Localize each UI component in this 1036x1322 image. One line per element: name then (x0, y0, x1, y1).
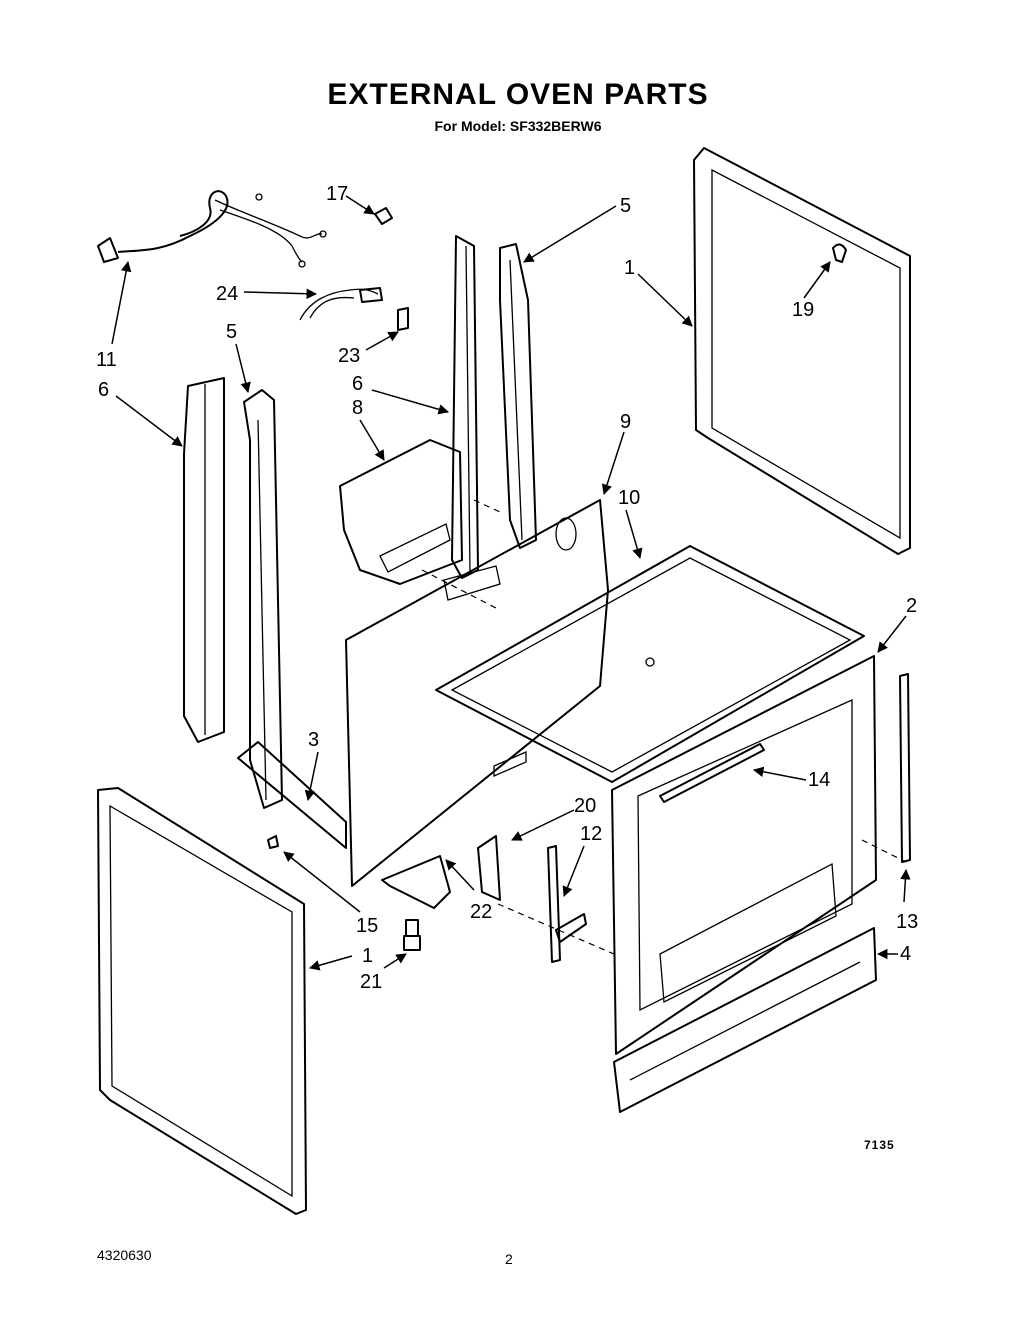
callout-5-top: 5 (620, 195, 631, 217)
callout-15: 15 (356, 915, 378, 937)
callout-1-bottom: 1 (362, 945, 373, 967)
clip-part-19 (832, 243, 847, 263)
side-panel-left (97, 787, 307, 1215)
callout-11: 11 (96, 349, 117, 371)
center-rail-part-5 (499, 243, 537, 549)
wire-harness (299, 287, 383, 321)
bracket-part-23 (397, 307, 409, 331)
callout-17: 17 (326, 183, 348, 205)
page-title: EXTERNAL OVEN PARTS (327, 78, 709, 111)
callout-9: 9 (620, 411, 631, 433)
callout-4: 4 (900, 943, 911, 965)
toe-kick (613, 927, 877, 1113)
callout-1-top: 1 (624, 257, 635, 279)
callout-6-center: 6 (352, 373, 363, 395)
leveling-leg-part-21 (403, 919, 421, 951)
callout-10: 10 (618, 487, 640, 509)
leg-bracket-part-22 (381, 855, 451, 909)
callout-2: 2 (906, 595, 917, 617)
callout-6-left: 6 (98, 379, 109, 401)
screw-part-15 (267, 835, 279, 849)
model-subtitle: For Model: SF332BERW6 (434, 118, 602, 134)
callout-8: 8 (352, 397, 363, 419)
back-panel (345, 499, 609, 887)
center-rail-part-6 (451, 235, 479, 579)
callouts: 17 5 1 19 11 24 23 5 6 6 8 9 10 2 3 14 2… (96, 183, 918, 993)
callout-20: 20 (574, 795, 596, 817)
hinge-bracket-part-20 (477, 835, 501, 901)
side-panel-right (693, 147, 911, 555)
front-frame (611, 655, 877, 1055)
assembly-lines (421, 499, 907, 955)
knob-part-17 (374, 207, 393, 225)
document-number: 4320630 (97, 1247, 152, 1263)
callout-23: 23 (338, 345, 360, 367)
callout-24: 24 (216, 283, 238, 305)
lower-bracket (237, 741, 347, 849)
leader-lines (111, 195, 911, 971)
page-number: 2 (505, 1251, 513, 1267)
callout-5-left: 5 (226, 321, 237, 343)
callout-19: 19 (792, 299, 814, 321)
callout-3: 3 (308, 729, 319, 751)
callout-21: 21 (360, 971, 382, 993)
side-trim (899, 673, 911, 863)
power-cord (97, 190, 327, 268)
callout-22: 22 (470, 901, 492, 923)
vent-duct (339, 439, 463, 585)
left-rail-part-6 (183, 377, 225, 743)
callout-12: 12 (580, 823, 602, 845)
hinge-part-12 (547, 845, 587, 963)
strip-part-14 (659, 743, 765, 803)
callout-14: 14 (808, 769, 830, 791)
top-panel (435, 545, 865, 783)
callout-13: 13 (896, 911, 918, 933)
figure-code: 7135 (864, 1138, 895, 1152)
left-rail-part-5 (243, 389, 283, 809)
